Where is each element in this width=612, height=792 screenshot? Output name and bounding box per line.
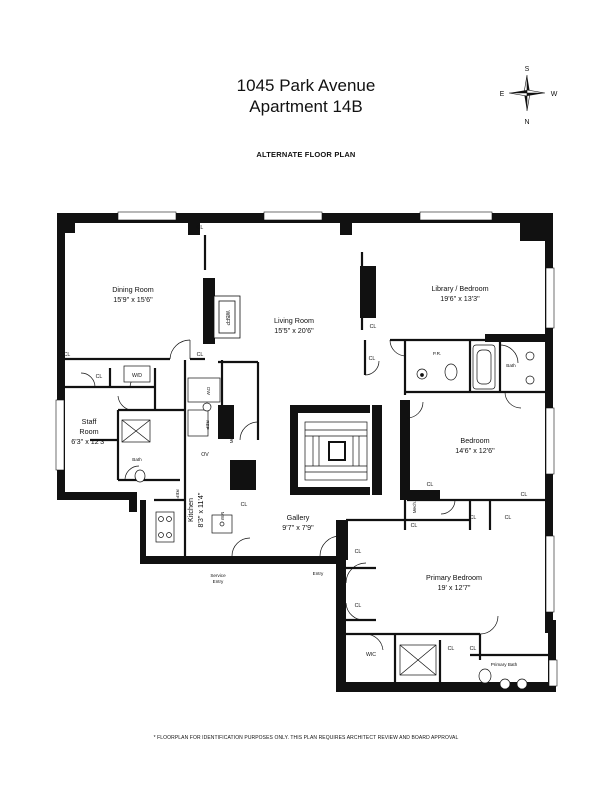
door-swings [80, 339, 522, 651]
closet-label: CL [411, 523, 418, 529]
closet-label: CL [197, 225, 204, 231]
closet-label: CL [470, 646, 477, 652]
closet-label: CL [470, 515, 477, 521]
refrigerator-label: REF [175, 489, 180, 498]
left-windows [55, 399, 65, 471]
microwave-label: MW [220, 512, 225, 521]
thick-walls [203, 266, 545, 560]
mech-label: Mech. [412, 501, 417, 514]
plan-title-address: 1045 Park Avenue [236, 76, 376, 95]
kitchen-name: Kitchen [186, 498, 195, 522]
powder-room-label: P.R. [433, 351, 441, 356]
closet-label: CL [64, 352, 71, 358]
bedroom-name: Bedroom [460, 436, 489, 445]
primary-bedroom-dims: 19' x 12'7" [438, 583, 471, 592]
closet-label: CL [241, 502, 248, 508]
closet-label: CL [521, 492, 528, 498]
closet-label: CL [96, 374, 103, 380]
closet-label: CL [369, 356, 376, 362]
bedroom-dims: 14'6" x 12'6" [455, 446, 495, 455]
closet-label: CL [355, 603, 362, 609]
toilet-icon [134, 469, 146, 483]
fixtures [121, 344, 535, 690]
mech-label: Mech. [229, 431, 234, 444]
plan-title-unit: Apartment 14B [249, 97, 363, 116]
staircase [304, 421, 368, 481]
disclaimer-footer: * FLOORPLAN FOR IDENTIFICATION PURPOSES … [153, 735, 459, 741]
kitchen-dims: 8'3" x 11'4" [196, 492, 205, 527]
fireplace-label: WBFP [224, 311, 230, 327]
fixture-labels: CL CL CL CL W/D Bath CL CL P.R. Bath WBF… [64, 225, 528, 667]
library-dims: 19'6" x 13'3" [440, 294, 480, 303]
washer-dryer-label: W/D [132, 373, 142, 379]
gallery-dims: 9'7" x 7'9" [282, 523, 314, 532]
service-entry-label-2: Entry [213, 579, 224, 584]
fireplace-icon [213, 295, 241, 339]
library-name: Library / Bedroom [431, 284, 488, 293]
compass-s: S [525, 66, 530, 73]
closet-label: CL [197, 352, 204, 358]
primary-bath-label: Primary Bath [491, 662, 518, 667]
staff-room-dims: 6'3" x 12'3" [71, 437, 107, 446]
entry-label: Entry [313, 571, 324, 576]
compass-n: N [524, 119, 529, 126]
staff-room-name-2: Room [79, 427, 98, 436]
dining-room-dims: 15'9" x 15'6" [113, 295, 153, 304]
walk-in-closet-label: WIC [366, 652, 376, 658]
refrigerator-label: REF [205, 420, 210, 429]
gallery-name: Gallery [287, 513, 310, 522]
interior-walls [65, 235, 550, 682]
closet-label: CL [505, 515, 512, 521]
compass-e: E [500, 91, 505, 98]
living-room-name: Living Room [274, 316, 314, 325]
service-entry-label-1: Service [210, 573, 226, 578]
staff-bath-label: Bath [132, 457, 142, 462]
right-windows [545, 267, 558, 687]
primary-bedroom-name: Primary Bedroom [426, 573, 482, 582]
compass-icon: S E W N [500, 66, 558, 126]
top-windows [117, 211, 493, 221]
closet-label: CL [427, 482, 434, 488]
oven-label: OV [201, 452, 209, 458]
living-room-dims: 15'5" x 20'6" [274, 326, 314, 335]
room-labels: Dining Room 15'9" x 15'6" Living Room 15… [71, 284, 495, 592]
closet-label: CL [370, 324, 377, 330]
compass-w: W [551, 91, 558, 98]
library-bath-label: Bath [506, 363, 516, 368]
plan-subtitle: ALTERNATE FLOOR PLAN [256, 150, 356, 159]
dining-room-name: Dining Room [112, 285, 154, 294]
staff-room-name-1: Staff [82, 417, 97, 426]
closet-label: CL [448, 646, 455, 652]
dishwasher-label: DW [206, 387, 211, 395]
closet-label: CL [355, 549, 362, 555]
